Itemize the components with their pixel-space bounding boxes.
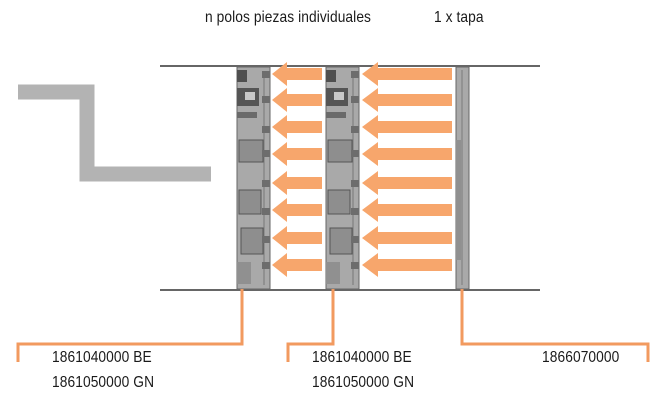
- block-1-part-number-gn: 1861050000 GN: [52, 374, 155, 391]
- terminal-block-1: [236, 66, 271, 290]
- end-cover: [455, 66, 470, 290]
- zigzag-bracket: [18, 84, 211, 182]
- block-2-part-number-gn: 1861050000 GN: [312, 374, 415, 391]
- caption-end-cover: 1 x tapa: [434, 9, 484, 26]
- caption-individual-poles: n polos piezas individuales: [205, 9, 372, 26]
- block-1-part-number-be: 1861040000 BE: [52, 349, 152, 366]
- leader-block-1: [16, 289, 244, 362]
- terminal-block-2: [325, 66, 360, 290]
- arrows-to-block-1: [272, 62, 322, 277]
- leader-block-2: [286, 289, 335, 362]
- end-cover-part-number: 1866070000: [542, 349, 620, 366]
- arrows-to-block-2: [362, 62, 452, 277]
- leader-end-cover: [460, 289, 650, 362]
- block-2-part-number-be: 1861040000 BE: [312, 349, 412, 366]
